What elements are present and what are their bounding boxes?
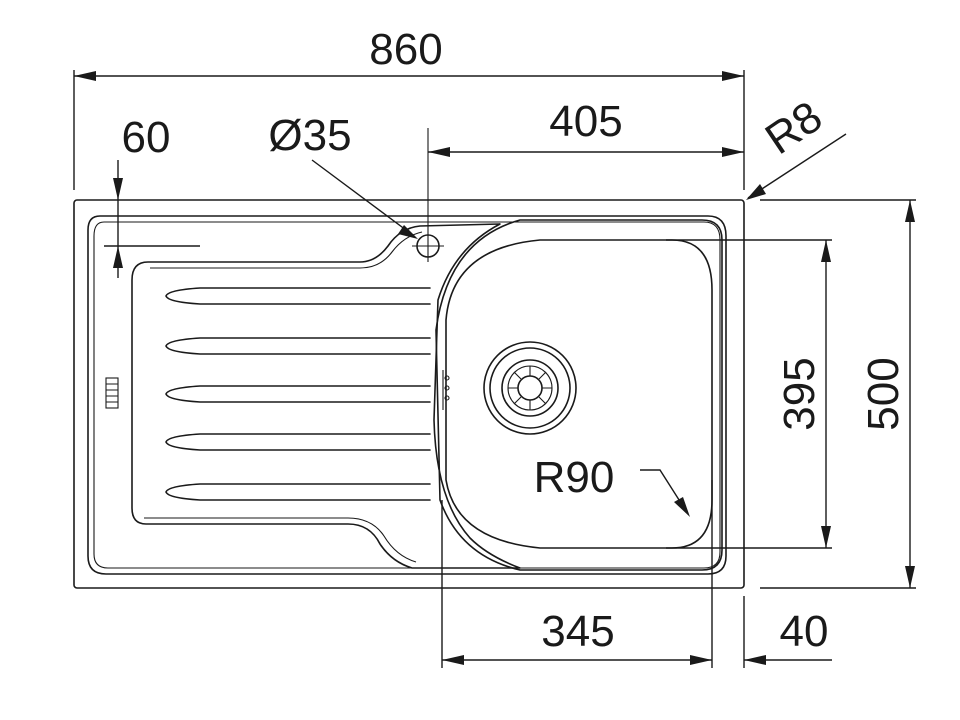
dimension-label-395: 395 [775, 357, 824, 430]
dimension-label-345: 345 [541, 607, 614, 656]
dimension-overall-width: 860 [73, 25, 745, 190]
dimension-label-40: 40 [780, 607, 829, 656]
dimension-bowl-height: 395 [666, 239, 832, 549]
dimension-label-tap-hole: Ø35 [268, 111, 351, 160]
drainer-groove [165, 385, 431, 403]
dimension-label-500: 500 [859, 357, 908, 430]
sink-inner-rim [87, 215, 727, 575]
dimension-rim-offset: 40 [743, 596, 832, 668]
dimension-bowl-width: 345 [441, 480, 713, 668]
drainer-groove [165, 337, 431, 355]
dimension-label-405: 405 [549, 97, 622, 146]
drainer-groove [165, 287, 431, 305]
bowl [435, 219, 723, 571]
dimension-label-60: 60 [122, 113, 171, 162]
tap-hole [412, 128, 444, 262]
dimension-overall-depth: 500 [760, 199, 916, 589]
drainer-groove [165, 483, 431, 501]
dimension-label-r8: R8 [757, 92, 831, 164]
dimension-tap-to-edge: 405 [428, 97, 744, 157]
dimension-corner-radius: R8 [746, 92, 847, 200]
dimension-edge-offset: 60 [104, 113, 200, 278]
drainer-grooves [165, 287, 431, 501]
sink-outline [73, 199, 745, 589]
dimension-bowl-corner-radius: R90 [534, 453, 690, 517]
overflow-slot [105, 377, 119, 409]
drainer-groove [165, 433, 431, 451]
drain-strainer [483, 341, 577, 435]
dimension-label-r90: R90 [534, 453, 615, 502]
dimension-label-860: 860 [369, 25, 442, 74]
dimension-tap-hole: Ø35 [268, 111, 418, 239]
